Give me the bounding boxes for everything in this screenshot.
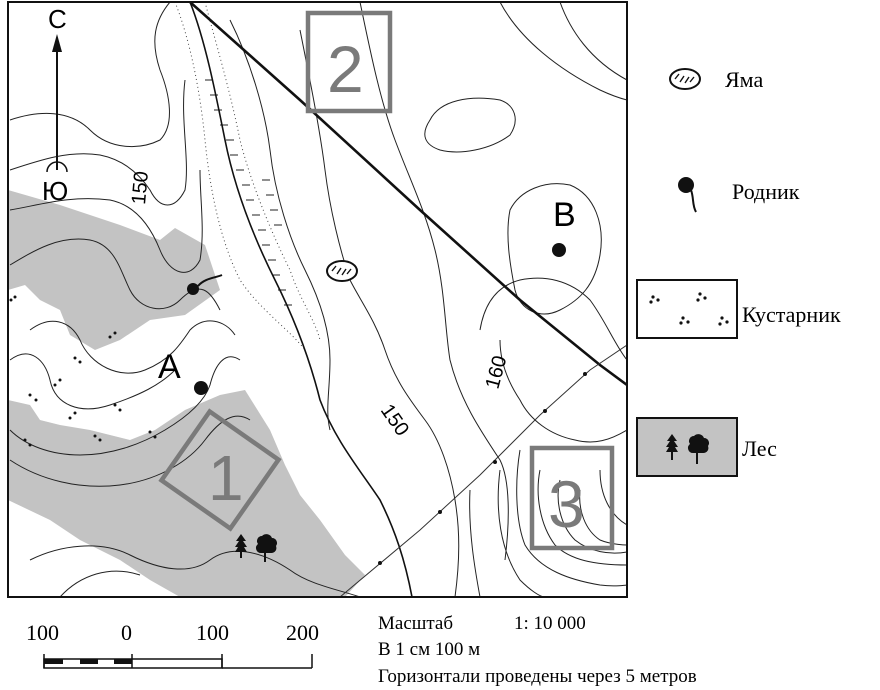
power-line (339, 344, 627, 597)
pit-icon (326, 260, 358, 282)
forest-area (8, 190, 220, 350)
zone-2-label: 2 (327, 32, 364, 106)
point-b-marker (552, 243, 566, 257)
legend-forest-icon (636, 417, 738, 477)
zone-3-frame (529, 445, 615, 551)
forest-area (8, 390, 365, 597)
legend-forest-label: Лес (742, 436, 777, 461)
contour-interval-note: Горизонтали проведены через 5 метров (378, 666, 697, 687)
scale-tick-label: 0 (121, 620, 132, 645)
spring-icon (187, 274, 223, 295)
zone-1-label: 1 (208, 442, 244, 514)
point-b-label: В (553, 196, 576, 234)
legend-spring-label: Родник (732, 179, 800, 204)
legend-pit-label: Яма (725, 67, 763, 92)
north-arrow (46, 34, 68, 173)
contour-label: 150 (376, 400, 413, 440)
scale-tick-label: 100 (26, 620, 59, 645)
scale-ratio: 1: 10 000 (514, 613, 586, 634)
stream-valley (204, 2, 321, 341)
legend-shrub-icon (636, 279, 738, 339)
zone-2-frame (305, 10, 393, 114)
shrub-symbols (9, 295, 157, 447)
point-a-label: А (158, 348, 181, 386)
legend-shrub-label: Кустарник (742, 302, 841, 327)
power-line-marks (378, 372, 587, 565)
scale-tick-label: 200 (286, 620, 319, 645)
legend-spring-icon (678, 177, 697, 213)
scale-tick-label: 100 (196, 620, 229, 645)
forest-icon (235, 534, 278, 562)
legend-pit-icon (669, 68, 701, 90)
stream-valley (174, 2, 306, 351)
swamp-area (205, 79, 292, 306)
road (189, 2, 627, 387)
scale-cm: В 1 см 100 м (378, 639, 480, 660)
map-frame (7, 1, 628, 598)
contour-label: 150 (128, 170, 153, 205)
point-a-marker (194, 381, 208, 395)
zone-3-label: 3 (548, 467, 585, 541)
compass-north: С (48, 4, 67, 34)
zone-1-frame (158, 408, 282, 532)
scale-label: Масштаб (378, 613, 453, 634)
contour-label: 160 (482, 353, 512, 391)
compass-south: Ю (42, 176, 68, 206)
scale-bar (43, 654, 313, 669)
stream (189, 2, 413, 597)
